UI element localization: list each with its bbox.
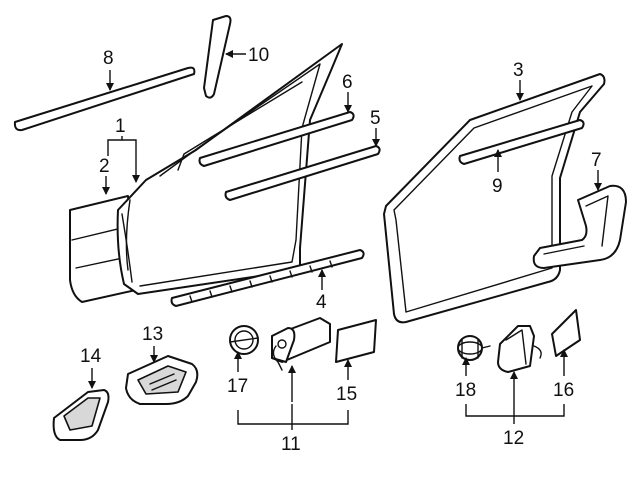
callout-15: 15 <box>336 384 357 405</box>
part-5-side-molding <box>224 145 381 201</box>
part-12-outer-handle <box>497 325 542 373</box>
callout-8: 8 <box>103 48 114 69</box>
callout-17: 17 <box>227 376 248 397</box>
part-16-handle-gasket <box>551 309 581 357</box>
callout-labels: 8 10 1 2 6 5 4 3 9 7 14 13 17 15 11 18 1… <box>80 45 602 455</box>
part-4-lower-weatherstrip <box>170 249 365 307</box>
callout-14: 14 <box>80 346 102 367</box>
callout-2: 2 <box>99 156 110 177</box>
part-10-frame-trim <box>203 15 232 99</box>
part-7-armrest <box>532 184 627 269</box>
callout-7: 7 <box>591 150 602 171</box>
part-1-door-shell <box>116 43 343 295</box>
part-18-lock-cylinder <box>457 335 491 361</box>
callout-3: 3 <box>513 60 524 81</box>
callout-11: 11 <box>281 434 301 455</box>
part-14-mirror-cover <box>52 389 110 441</box>
callout-1: 1 <box>115 116 126 137</box>
part-17-lock-cylinder <box>229 325 259 355</box>
part-11-outer-handle <box>271 317 331 371</box>
callout-4: 4 <box>316 292 327 313</box>
callout-16: 16 <box>553 380 574 401</box>
callout-9: 9 <box>492 176 503 197</box>
callout-13: 13 <box>142 324 163 345</box>
part-9-inner-belt <box>458 119 585 165</box>
part-3-opening-weatherstrip <box>383 73 606 324</box>
part-8-molding-strip <box>13 66 196 132</box>
callout-10: 10 <box>248 45 269 66</box>
part-13-handle-housing <box>125 355 199 405</box>
callout-12: 12 <box>503 428 524 449</box>
part-6-belt-strip <box>198 111 355 167</box>
callout-6: 6 <box>342 72 353 93</box>
callout-5: 5 <box>370 108 381 129</box>
part-15-handle-gasket <box>335 319 377 363</box>
callout-18: 18 <box>455 380 476 401</box>
leader-lines <box>88 50 602 430</box>
